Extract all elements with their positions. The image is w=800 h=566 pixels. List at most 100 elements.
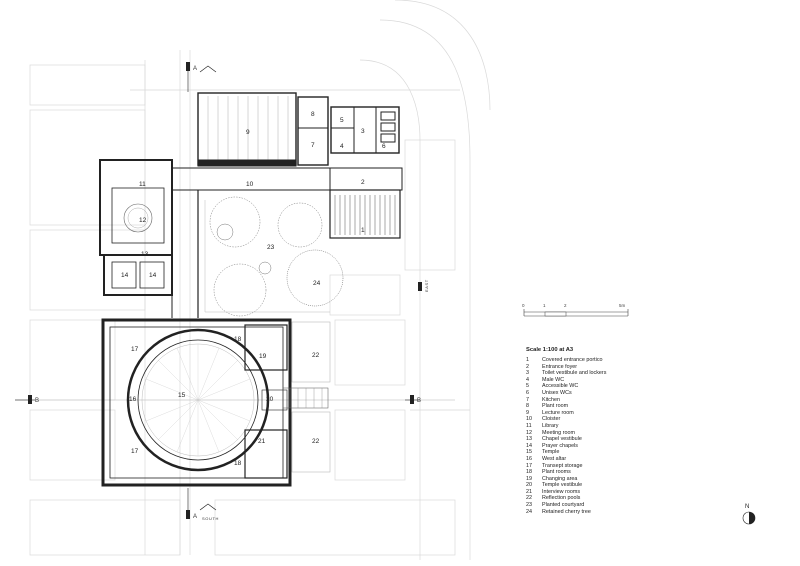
section-a-top-label: A	[193, 66, 197, 72]
room-number: 13	[141, 251, 149, 258]
legend-number: 19	[526, 475, 532, 482]
section-b-right-label: B	[417, 398, 421, 404]
room-number: 4	[340, 143, 344, 150]
room-number: 14	[121, 272, 129, 279]
legend-label: Prayer chapels	[542, 442, 578, 449]
legend-item: 6 Unisex WCs	[526, 390, 726, 397]
temple	[101, 318, 331, 487]
scale-title: Scale 1:100 at A3	[526, 347, 574, 353]
room-number: 2	[361, 179, 365, 186]
legend-number: 5	[526, 383, 529, 390]
legend-number: 17	[526, 462, 532, 469]
section-markers	[28, 62, 422, 519]
legend-number: 23	[526, 502, 532, 509]
legend-label: Meeting room	[542, 429, 575, 436]
room-number: 19	[259, 353, 267, 360]
room-number: 23	[267, 244, 275, 251]
room-number: 22	[312, 438, 320, 445]
legend: Scale 1:100 at A3 1 Covered entrance port…	[526, 347, 726, 515]
legend-item: 11 Library	[526, 423, 726, 430]
legend-number: 7	[526, 396, 529, 403]
legend-item: 16 West altar	[526, 456, 726, 463]
room-number: 11	[139, 181, 146, 188]
legend-number: 6	[526, 389, 529, 396]
legend-item: 12 Meeting room	[526, 430, 726, 437]
legend-label: Chapel vestibule	[542, 436, 582, 443]
legend-number: 12	[526, 429, 532, 436]
legend-item: 8 Plant room	[526, 403, 726, 410]
building-north	[197, 92, 400, 167]
room-number: 18	[234, 336, 242, 343]
room-number: 6	[382, 143, 386, 150]
north-label: N	[745, 504, 749, 510]
legend-number: 22	[526, 495, 532, 502]
scale-bar	[523, 309, 629, 317]
legend-label: Changing area	[542, 475, 578, 482]
legend-item: 22 Reflection pools	[526, 495, 726, 502]
room-number: 22	[312, 352, 320, 359]
room-number: 18	[234, 460, 242, 467]
east-label: EAST	[424, 279, 429, 292]
legend-item: 17 Transept storage	[526, 463, 726, 470]
scale-tick-1: 1	[543, 303, 546, 308]
section-a-bottom-label: A	[193, 514, 197, 520]
legend-number: 18	[526, 469, 532, 476]
legend-number: 11	[526, 422, 532, 429]
room-number: 16	[129, 396, 137, 403]
legend-label: Male WC	[542, 376, 565, 383]
legend-item: 13 Chapel vestibule	[526, 436, 726, 443]
legend-number: 1	[526, 357, 529, 363]
room-number: 5	[340, 117, 344, 124]
room-number: 12	[139, 217, 147, 224]
legend-number: 24	[526, 508, 532, 515]
legend-label: Accessible WC	[542, 383, 579, 390]
legend-number: 9	[526, 409, 529, 416]
scale-tick-2: 2	[564, 303, 567, 308]
room-number: 3	[361, 128, 365, 135]
legend-item: 15 Temple	[526, 449, 726, 456]
legend-number: 10	[526, 416, 532, 423]
room-number: 24	[313, 280, 321, 287]
south-label: SOUTH	[202, 516, 219, 521]
room-number: 20	[266, 396, 274, 403]
legend-label: Covered entrance portico	[542, 357, 603, 363]
legend-label: Library	[542, 422, 559, 429]
legend-label: Transept storage	[542, 462, 583, 469]
legend-item: 18 Plant rooms	[526, 469, 726, 476]
room-number: 1	[361, 227, 365, 234]
legend-number: 15	[526, 449, 532, 456]
room-number: 21	[258, 438, 266, 445]
legend-item: 1 Covered entrance portico	[526, 357, 726, 364]
legend-label: Plant rooms	[542, 469, 571, 476]
legend-item: 23 Planted courtyard	[526, 502, 726, 509]
legend-label: Temple vestibule	[542, 482, 583, 489]
legend-number: 13	[526, 436, 532, 443]
room-number: 15	[178, 392, 186, 399]
room-number: 17	[131, 346, 139, 353]
legend-label: Interview rooms	[542, 488, 581, 495]
legend-number: 8	[526, 403, 529, 410]
legend-label: Entrance foyer	[542, 363, 578, 370]
north-arrow: N	[742, 504, 756, 525]
legend-number: 16	[526, 455, 532, 462]
legend-number: 4	[526, 376, 529, 383]
scale-tick-0: 0	[522, 303, 525, 308]
legend-label: Plant room	[542, 403, 569, 410]
legend-label: Planted courtyard	[542, 502, 585, 509]
legend-label: Unisex WCs	[542, 389, 572, 396]
legend-label: Temple	[542, 449, 560, 456]
legend-number: 20	[526, 482, 532, 489]
legend-label: Reflection pools	[542, 495, 581, 502]
cloister	[171, 167, 403, 318]
scale-tick-5m: 5m	[619, 303, 626, 308]
section-b-left-label: B	[35, 398, 39, 404]
legend-item: 4 Male WC	[526, 377, 726, 384]
legend-label: West altar	[542, 455, 567, 462]
